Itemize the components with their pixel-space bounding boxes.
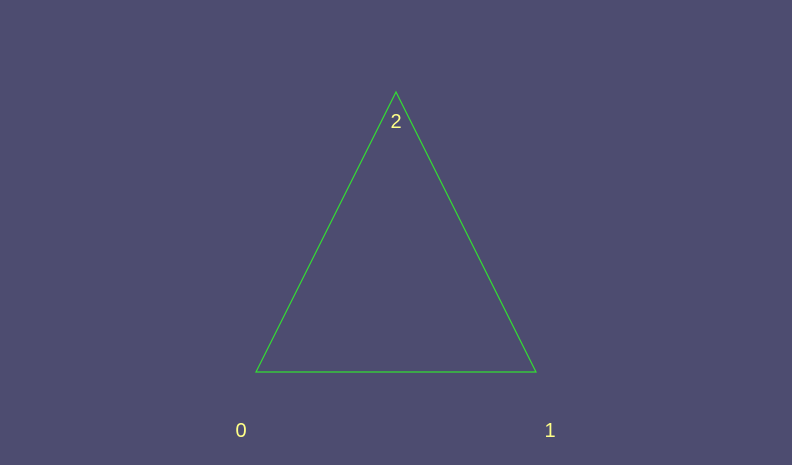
vertex-label-1: 1: [544, 420, 556, 442]
triangle-outline: [255, 90, 537, 373]
vertex-label-2: 2: [390, 111, 402, 133]
vertex-label-0: 0: [235, 420, 247, 442]
